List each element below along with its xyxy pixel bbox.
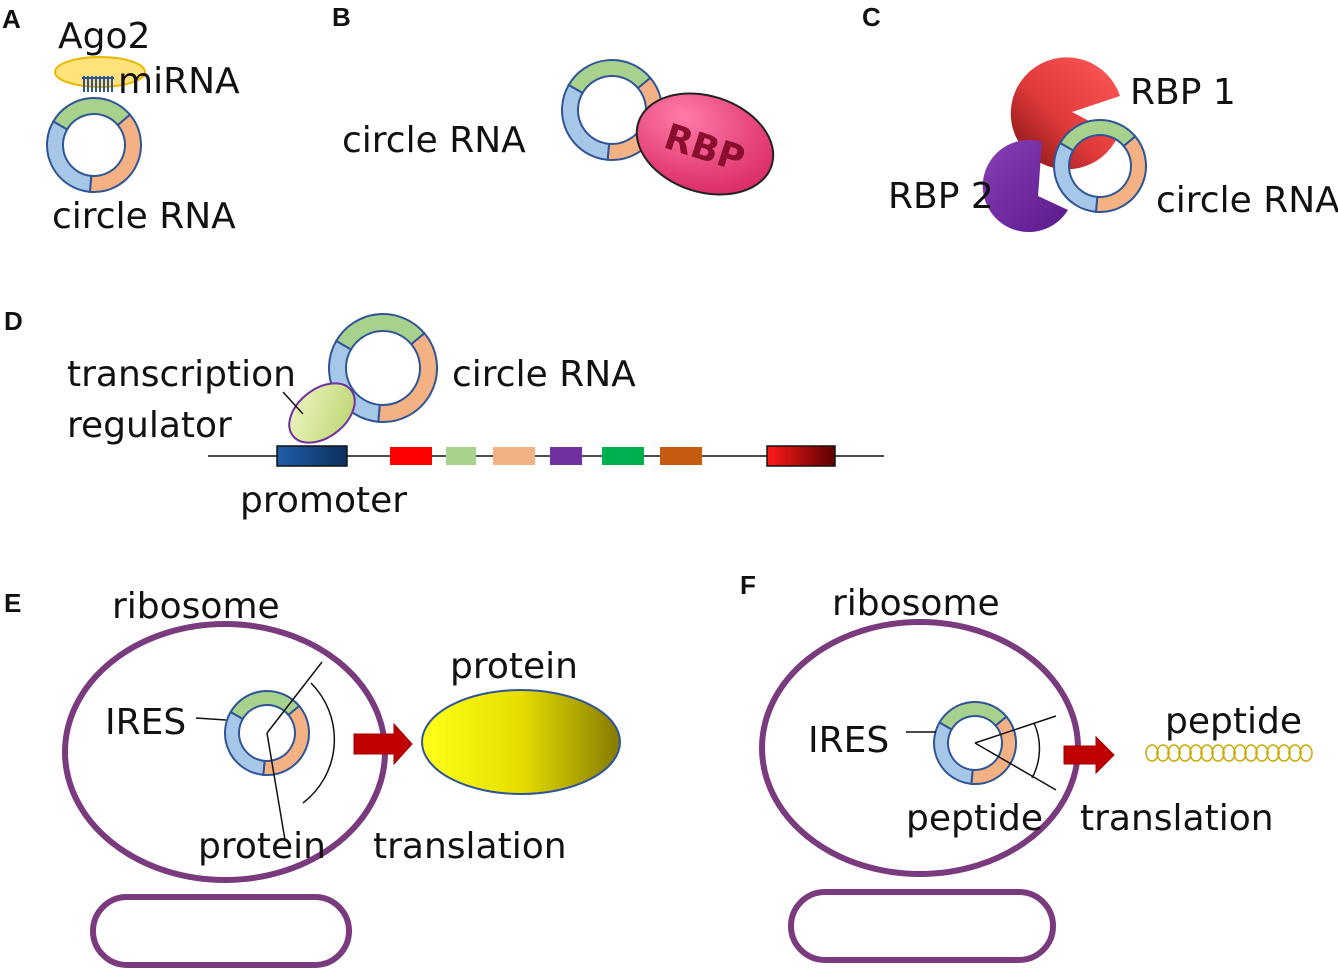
panel-letter-f: F	[740, 570, 756, 600]
ribosome-label-e: ribosome	[112, 586, 280, 627]
peptide-coil-loop	[1222, 744, 1236, 762]
circle-rna-label-c: circle RNA	[1156, 180, 1338, 221]
protein-product	[421, 689, 621, 795]
panel-e: E ribosome IRES protein protein translat…	[4, 586, 621, 968]
gene-block-light-green	[446, 447, 476, 465]
peptide-coil-loop	[1189, 744, 1203, 762]
transcription-label: transcription	[67, 354, 296, 395]
ires-label-f: IRES	[808, 720, 889, 761]
translation-arc-f	[1031, 722, 1041, 779]
circle-rna-ring-c	[1053, 119, 1147, 213]
peptide-label: peptide	[906, 798, 1043, 839]
circle-rna-ring-a	[46, 97, 142, 193]
peptide-coil-loop	[1156, 744, 1170, 762]
peptide-coil-loop	[1299, 744, 1313, 762]
regulator-label: regulator	[67, 405, 232, 446]
circle-rna-label-a: circle RNA	[52, 196, 236, 237]
regulator-pointer	[282, 391, 304, 415]
panel-letter-c: C	[862, 2, 881, 32]
translation-label-e: translation	[373, 826, 567, 867]
peptide-coil-loop	[1233, 744, 1247, 762]
ring-segment-blue	[933, 721, 974, 785]
ires-label-e: IRES	[105, 702, 186, 743]
translation-line-top-e	[266, 661, 323, 734]
ring-segment-orange	[970, 715, 1017, 785]
rbp-protein	[635, 92, 775, 196]
panel-b: B RBP circle RNA	[332, 2, 775, 196]
promoter-label: promoter	[240, 480, 407, 521]
mirna-label: miRNA	[118, 61, 240, 102]
ires-pointer-e	[195, 717, 227, 721]
translation-arc-e	[302, 682, 336, 804]
promoter-block	[276, 445, 348, 467]
ring-segment-blue	[46, 120, 93, 193]
rbp1-label: RBP 1	[1130, 72, 1236, 113]
gene-block-peach	[493, 447, 535, 465]
ring-segment-orange	[377, 331, 438, 423]
gene-block-purple	[550, 447, 582, 465]
gene-block-brown	[660, 447, 702, 465]
peptide-coil-loop	[1277, 744, 1291, 762]
gene-block-dark-red	[766, 445, 836, 467]
peptide-output-label: peptide	[1165, 701, 1302, 742]
ribosome-small-subunit-f	[788, 889, 1056, 963]
panel-a: A Ago2 miRNA circle RNA	[2, 4, 240, 237]
circle-rna-label-b: circle RNA	[342, 120, 526, 161]
ribosome-small-subunit-e	[90, 894, 352, 968]
translation-line-bottom-e	[266, 732, 286, 841]
panel-f: F ribosome IRES peptide peptide translat…	[740, 570, 1313, 963]
panel-d: D transcription regulator circle RNA pro…	[4, 306, 884, 521]
peptide-coil-loop	[1244, 744, 1258, 762]
panel-c: C RBP 1 RBP 2 circle RNA	[862, 2, 1338, 233]
protein-label: protein	[198, 826, 326, 867]
ribosome-label-f: ribosome	[832, 583, 1000, 624]
circle-rna-ring-e	[224, 690, 310, 776]
gene-block-green	[602, 447, 644, 465]
panel-letter-e: E	[4, 588, 21, 618]
arrow-e	[353, 722, 413, 766]
transcription-regulator	[288, 382, 356, 444]
panel-letter-a: A	[2, 4, 21, 34]
peptide-coil-loop	[1145, 744, 1159, 762]
peptide-coil-loop	[1255, 744, 1269, 762]
translation-line-top-f	[974, 715, 1057, 744]
arrow-f	[1063, 735, 1115, 775]
rbp2-label: RBP 2	[888, 176, 994, 217]
ring-segment-orange	[88, 113, 142, 193]
rbp2-protein	[982, 140, 1068, 233]
circle-rna-label-d: circle RNA	[452, 354, 636, 395]
peptide-coil-loop	[1288, 744, 1302, 762]
peptide-coil-loop	[1266, 744, 1280, 762]
peptide-coil-loop	[1211, 744, 1225, 762]
peptide-chain	[1145, 744, 1313, 762]
gene-block-red	[390, 447, 432, 465]
panel-letter-d: D	[4, 306, 23, 336]
peptide-coil-loop	[1200, 744, 1214, 762]
peptide-coil-loop	[1167, 744, 1181, 762]
mirna-strand	[82, 76, 114, 92]
ring-segment-blue	[224, 710, 266, 776]
panel-letter-b: B	[332, 2, 351, 32]
protein-output-label: protein	[450, 646, 578, 687]
translation-line-bottom-f	[974, 742, 1057, 791]
ago2-label: Ago2	[58, 16, 150, 57]
ring-segment-orange	[262, 704, 310, 776]
ring-segment-blue	[1053, 141, 1099, 213]
peptide-coil-loop	[1178, 744, 1192, 762]
ring-segment-blue	[561, 83, 611, 161]
translation-label-f: translation	[1080, 798, 1274, 839]
